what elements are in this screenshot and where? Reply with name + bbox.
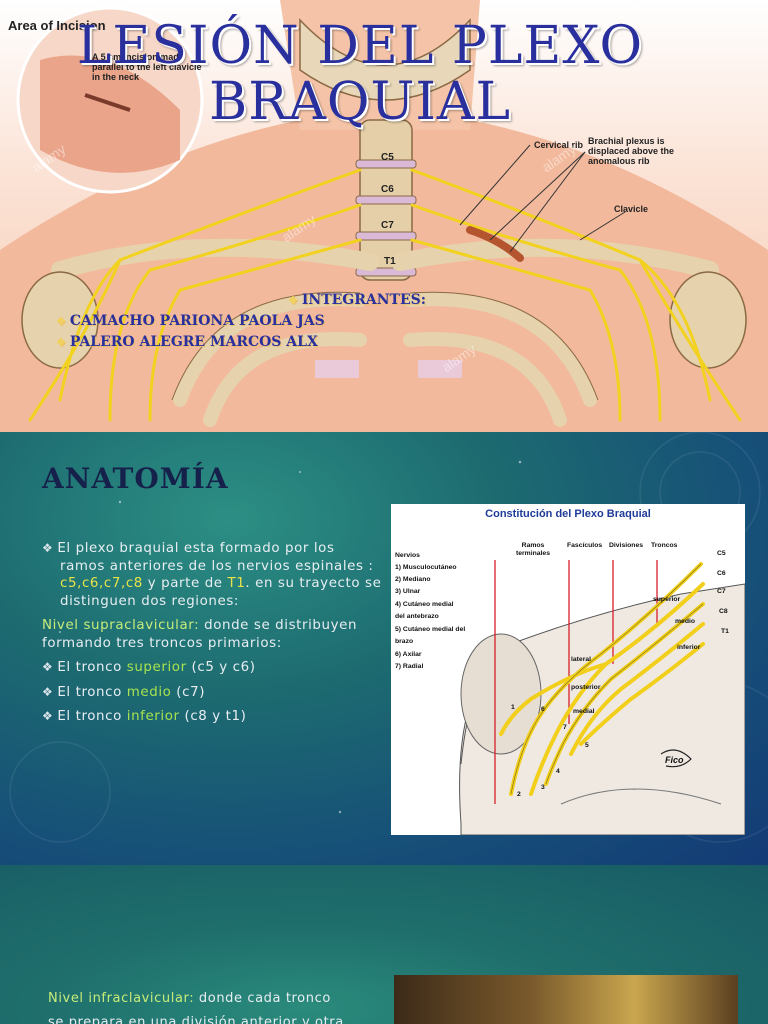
figure-root-label: C6	[717, 570, 726, 577]
figure-nerve-item: del antebrazo	[395, 613, 439, 620]
figure-nerve-item: 7) Radial	[395, 663, 424, 670]
figure-branch-number: 6	[541, 706, 545, 713]
trunk-name: superior	[126, 660, 187, 675]
cervical-rib-label: Cervical rib	[534, 140, 584, 150]
members-list: ❖INTEGRANTES: ❖CAMACHO PARIONA PAOLA JAS…	[56, 290, 426, 353]
figure-cord-label: medial	[573, 708, 595, 715]
figure-nerve-item: 3) Ulnar	[395, 588, 421, 595]
figure-header-troncos: Troncos	[651, 542, 678, 549]
clavicle-label: Clavicle	[614, 204, 649, 214]
figure-branch-number: 4	[556, 768, 560, 775]
bullet-icon: ❖	[42, 660, 54, 674]
figure-root-label: C5	[717, 550, 726, 557]
figure-trunk-label: medio	[675, 618, 696, 625]
trunk-item: ❖El tronco inferior (c8 y t1)	[42, 709, 247, 724]
plexus-diagram	[459, 560, 745, 835]
figure-header-ramos: Ramos terminales	[515, 542, 550, 557]
members-heading: INTEGRANTES:	[301, 292, 426, 308]
figure-root-label: C7	[717, 588, 726, 595]
vertebra-t1-label: T1	[384, 256, 396, 267]
slide-title-heading: LESIÓN DEL PLEXO BRAQUIAL	[76, 16, 644, 132]
bullet-icon: ❖	[288, 294, 298, 307]
figure-root-label: T1	[721, 628, 729, 635]
figure-nerve-item: brazo	[395, 638, 414, 645]
figure-nerve-item: 1) Musculocutáneo	[395, 564, 457, 571]
figure-branch-number: 1	[511, 704, 515, 711]
vertebra-c7-label: C7	[381, 220, 394, 231]
anatomy-illustration	[0, 0, 768, 432]
figure-branch-number: 7	[563, 724, 567, 731]
figure-cord-label: posterior	[571, 684, 601, 691]
plexus-figure: Constitución del Plexo Braquial Ramos te…	[391, 504, 745, 835]
paragraph-supraclavicular: Nivel supraclavicular: donde se distribu…	[42, 618, 358, 651]
slide-anatomia: ANATOMÍA ❖El plexo braquial esta formado…	[0, 432, 768, 865]
bullet-icon: ❖	[42, 684, 54, 699]
member-name: CAMACHO PARIONA PAOLA JAS	[69, 313, 325, 329]
trunk-name: inferior	[126, 709, 180, 724]
figure-nerve-item: 6) Axilar	[395, 651, 422, 658]
figure-branch-number: 5	[585, 742, 589, 749]
infraclavicular-label: Nivel infraclavicular:	[48, 991, 195, 1006]
trunk-item: ❖El tronco medio (c7)	[42, 684, 206, 700]
vertebra-c6-label: C6	[381, 184, 394, 195]
bullet-icon: ❖	[56, 315, 66, 328]
t1-highlight: T1	[227, 576, 246, 591]
displaced-plexus-label: Brachial plexus is displaced above the a…	[588, 136, 675, 166]
figure-branch-number: 3	[541, 784, 545, 791]
trunk-item: ❖El tronco superior (c5 y c6)	[42, 660, 256, 675]
figure-nerve-item: 4) Cutáneo medial	[395, 601, 454, 608]
slide-title: Area of Incision A 5 cm incision made pa…	[0, 0, 768, 432]
incision-note-label: A 5 cm incision made parallel to the lef…	[92, 52, 202, 82]
bullet-icon: ❖	[56, 336, 66, 349]
figure-title: Constitución del Plexo Braquial	[485, 508, 651, 520]
slide-infraclavicular: Nivel infraclavicular: donde cada tronco…	[0, 865, 768, 1024]
section-title: ANATOMÍA	[42, 462, 229, 495]
figure-root-label: C8	[719, 608, 728, 615]
figure-nerve-item: 5) Cutáneo medial del	[395, 626, 466, 633]
figure-trunk-label: superior	[653, 596, 681, 603]
figure-nerves-heading: Nervios	[395, 552, 420, 559]
area-of-incision-label: Area of Incision	[8, 18, 106, 33]
roots-highlight: c5,c6,c7,c8	[60, 576, 143, 591]
bullet-icon: ❖	[42, 541, 54, 555]
figure-cord-label: lateral	[571, 656, 592, 663]
figure-branch-number: 2	[517, 791, 521, 798]
member-name: PALERO ALEGRE MARCOS ALX	[69, 334, 318, 350]
paragraph-formation: ❖El plexo braquial esta formado por los …	[42, 541, 382, 609]
bullet-icon: ❖	[42, 709, 54, 723]
infraclavicular-text: Nivel infraclavicular: donde cada tronco…	[48, 991, 344, 1024]
trunk-name: medio	[126, 684, 172, 700]
section-body: ❖El plexo braquial esta formado por los …	[42, 540, 382, 733]
dissection-photo	[394, 975, 738, 1024]
figure-trunk-label: inferior	[677, 644, 701, 651]
figure-header-divisiones: Divisiones	[609, 542, 643, 549]
vertebra-c5-label: C5	[381, 152, 394, 163]
figure-nerve-item: 2) Mediano	[395, 576, 431, 583]
figure-signature: Fico	[665, 755, 684, 765]
supraclavicular-label: Nivel supraclavicular:	[42, 618, 200, 633]
figure-header-fasciculos: Fascículos	[567, 542, 603, 549]
